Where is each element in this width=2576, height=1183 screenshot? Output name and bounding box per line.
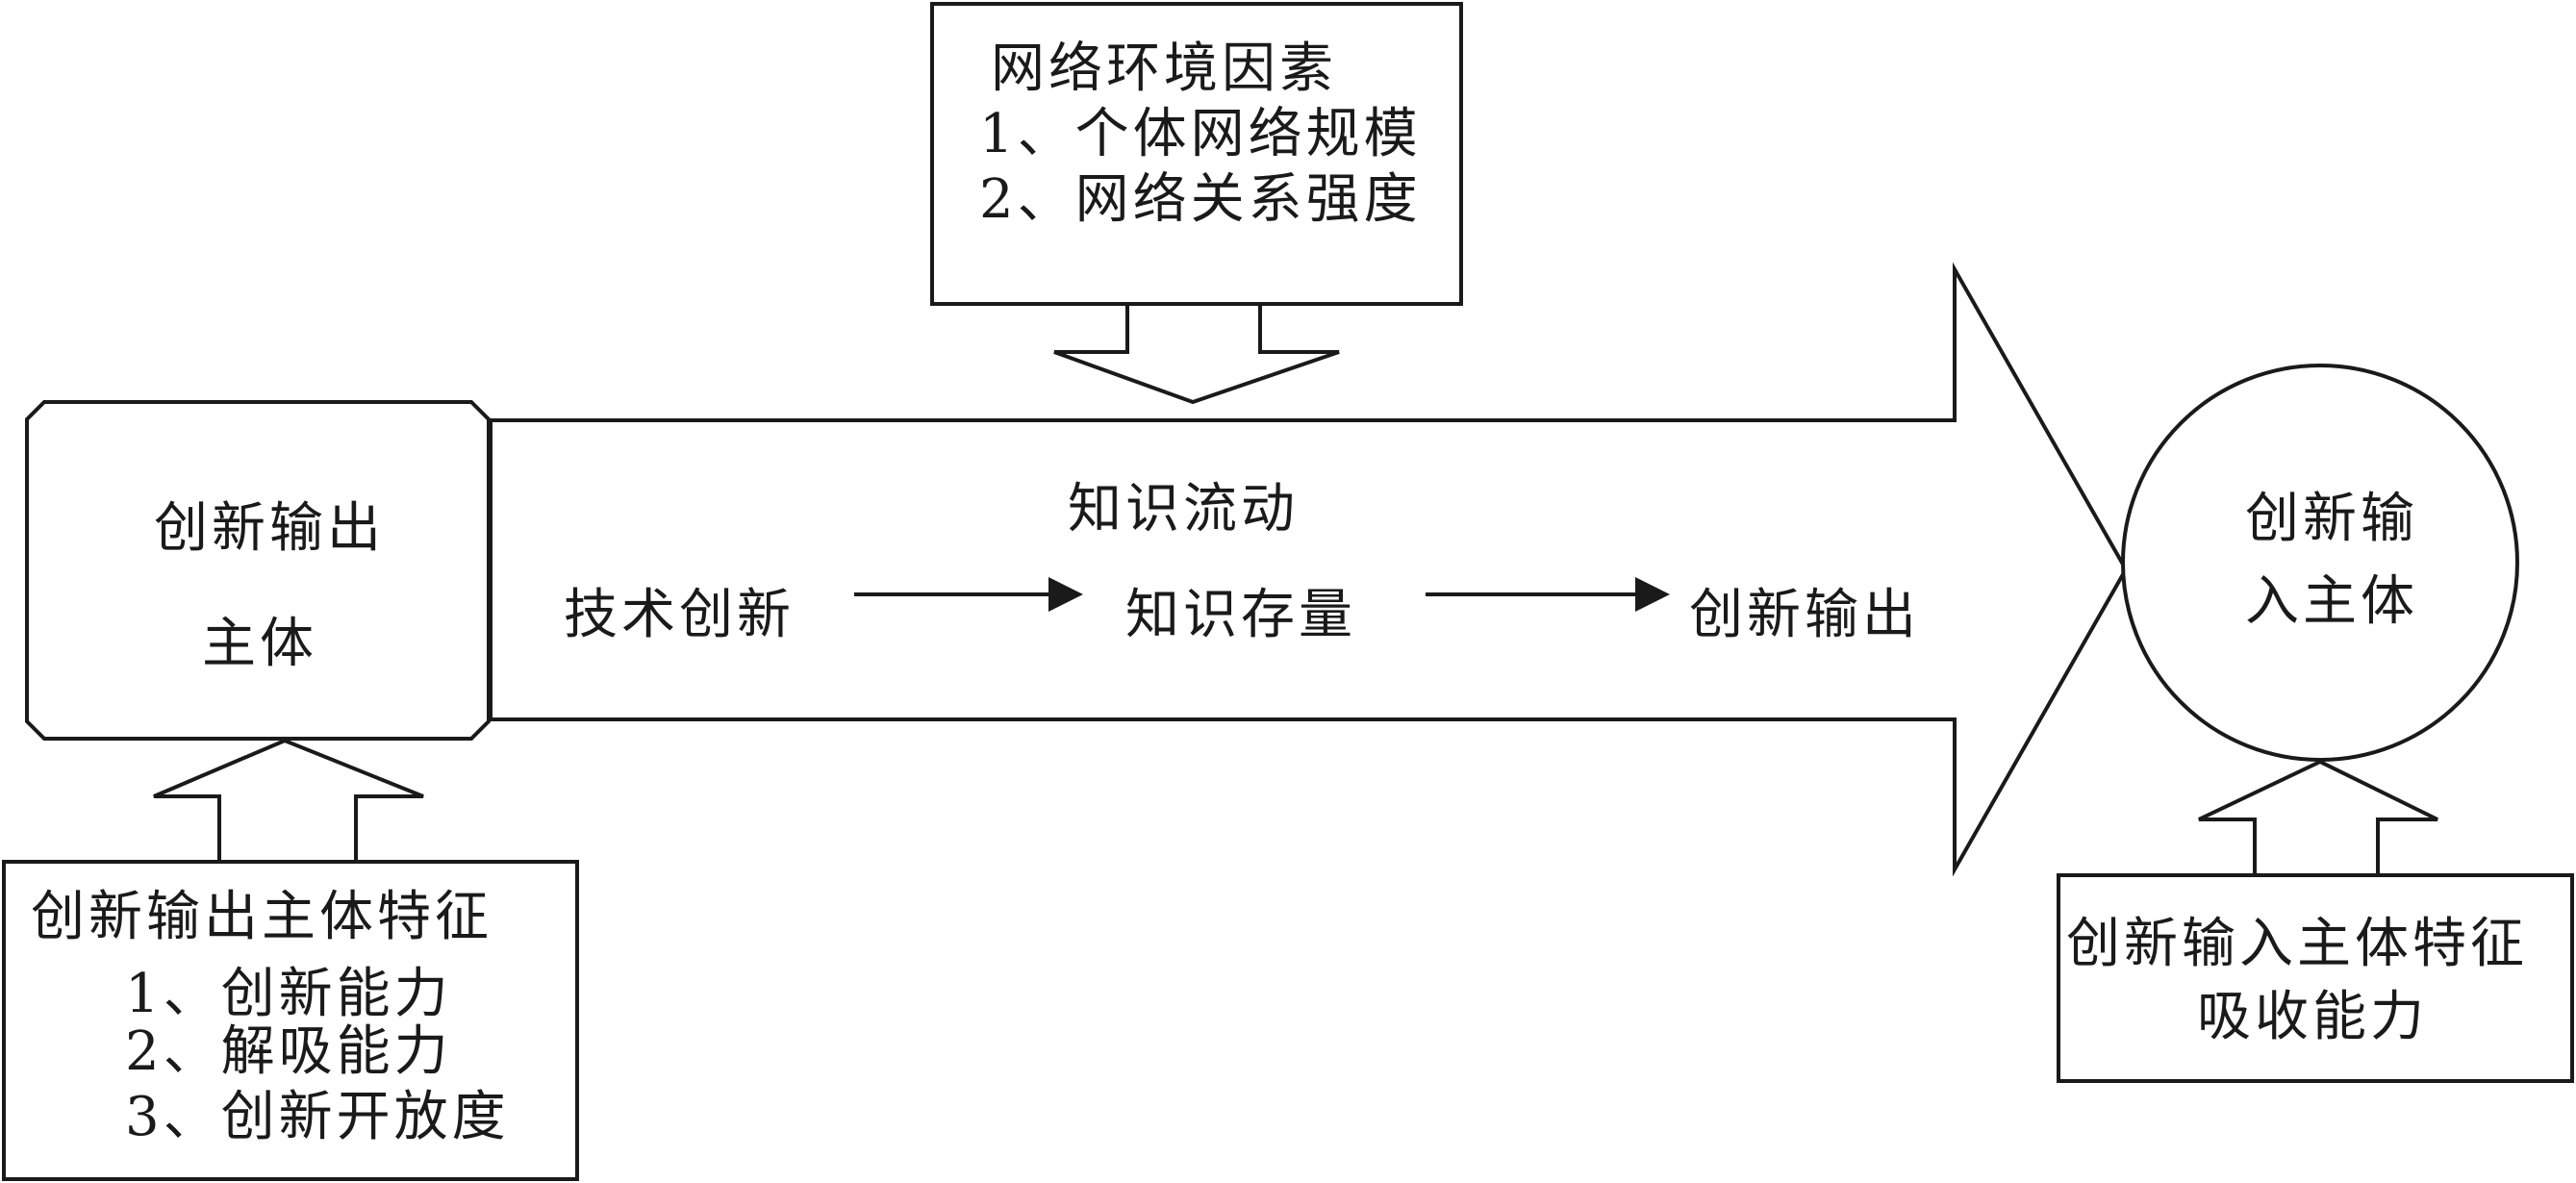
input-features-up-arrow bbox=[2198, 759, 2438, 877]
network-factors-title: 网络环境因素 bbox=[991, 38, 1337, 100]
flow-step-knowledge-stock: 知识存量 bbox=[1125, 584, 1356, 646]
output-feature-item: 3、创新开放度 bbox=[125, 1086, 510, 1148]
output-subject-label: 主体 bbox=[202, 613, 317, 675]
flow-step-technical-innovation: 技术创新 bbox=[564, 584, 795, 646]
output-feature-item: 2、解吸能力 bbox=[125, 1020, 452, 1083]
input-features-box bbox=[2057, 873, 2574, 1083]
output-feature-item: 1、创新能力 bbox=[125, 963, 452, 1025]
input-features-subtitle: 吸收能力 bbox=[2197, 986, 2428, 1048]
input-subject-label: 创新输 bbox=[2245, 488, 2418, 550]
network-down-arrow bbox=[1053, 302, 1340, 405]
output-subject-box bbox=[25, 400, 491, 741]
input-subject-label: 入主体 bbox=[2245, 570, 2418, 633]
network-factors-box bbox=[930, 2, 1463, 306]
knowledge-flow-arrow bbox=[489, 262, 2129, 877]
network-factor-item: 2、网络关系强度 bbox=[979, 168, 1422, 231]
output-features-title: 创新输出主体特征 bbox=[31, 886, 492, 948]
input-features-title: 创新输入主体特征 bbox=[2066, 913, 2528, 975]
flow-title: 知识流动 bbox=[1068, 478, 1299, 541]
flow-arrow-head-1 bbox=[1048, 577, 1083, 612]
network-factor-item: 1、个体网络规模 bbox=[979, 103, 1422, 165]
flow-step-innovation-output: 创新输出 bbox=[1689, 584, 1920, 646]
input-subject-circle bbox=[2121, 364, 2519, 762]
output-subject-label: 创新输出 bbox=[154, 497, 385, 560]
output-features-up-arrow bbox=[153, 738, 424, 864]
flow-arrow-head-2 bbox=[1635, 577, 1670, 612]
